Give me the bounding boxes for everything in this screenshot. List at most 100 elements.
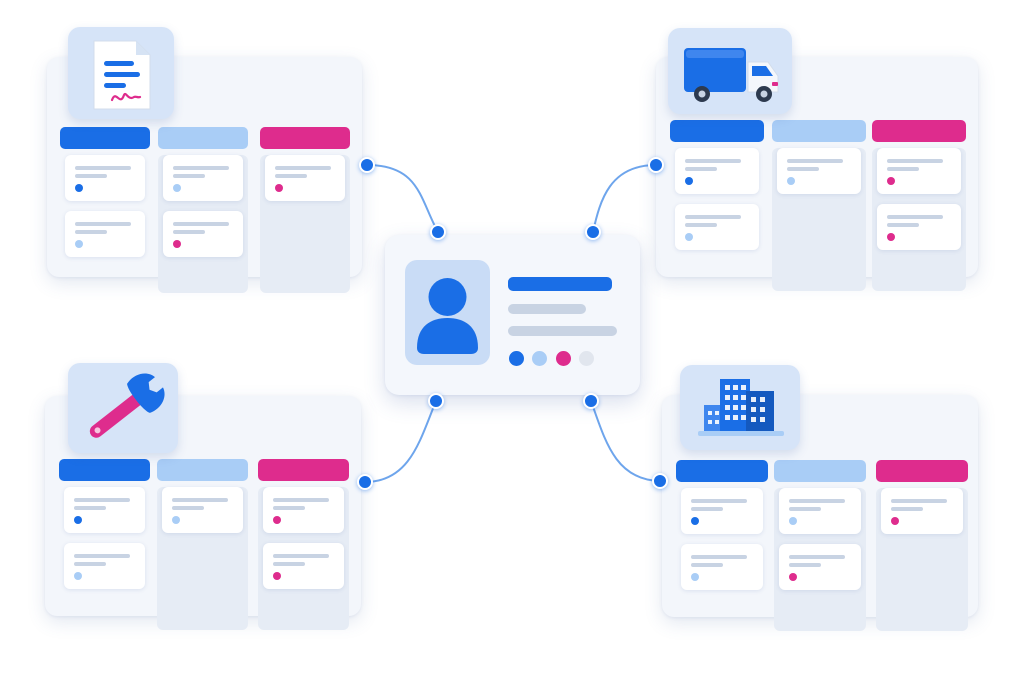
task-card[interactable] <box>877 148 961 194</box>
card-line <box>691 499 747 503</box>
column-header[interactable] <box>60 127 150 149</box>
card-status-dot <box>691 573 699 581</box>
card-status-dot <box>75 184 83 192</box>
board-icon-tile <box>668 28 792 114</box>
task-card[interactable] <box>877 204 961 250</box>
card-line <box>275 166 331 170</box>
column-header[interactable] <box>258 459 349 481</box>
column-header[interactable] <box>872 120 966 142</box>
card-line <box>172 498 228 502</box>
card-status-dot <box>74 516 82 524</box>
card-status-dot <box>787 177 795 185</box>
task-card[interactable] <box>163 155 243 201</box>
card-status-dot <box>275 184 283 192</box>
card-line <box>691 507 723 511</box>
card-line <box>173 230 205 234</box>
task-card[interactable] <box>65 211 145 257</box>
task-card[interactable] <box>263 543 344 589</box>
task-card[interactable] <box>881 488 963 534</box>
card-status-dot <box>173 184 181 192</box>
card-status-dot <box>887 177 895 185</box>
card-line <box>691 563 723 567</box>
card-status-dot <box>75 240 83 248</box>
card-line <box>273 554 329 558</box>
kanban-column-light <box>157 459 248 630</box>
profile-detail-bar <box>508 304 586 314</box>
card-line <box>891 507 923 511</box>
card-line <box>787 159 843 163</box>
card-line <box>887 215 943 219</box>
connector-top-left <box>366 164 439 233</box>
kanban-column-light <box>774 460 866 631</box>
column-header[interactable] <box>876 460 968 482</box>
connector-node[interactable] <box>359 157 375 173</box>
column-header[interactable] <box>774 460 866 482</box>
card-line <box>685 159 741 163</box>
card-status-dot <box>789 517 797 525</box>
column-header[interactable] <box>59 459 150 481</box>
card-line <box>75 166 131 170</box>
connector-node[interactable] <box>428 393 444 409</box>
avatar <box>405 260 490 365</box>
card-line <box>887 167 919 171</box>
task-card[interactable] <box>675 148 759 194</box>
connector-node[interactable] <box>357 474 373 490</box>
card-line <box>173 222 229 226</box>
status-dot-blue <box>509 351 524 366</box>
profile-card[interactable] <box>385 235 640 395</box>
profile-detail-bar <box>508 326 617 336</box>
connector-node[interactable] <box>652 473 668 489</box>
card-line <box>789 499 845 503</box>
connector-node[interactable] <box>648 157 664 173</box>
card-line <box>891 499 947 503</box>
wrench-icon <box>89 373 165 438</box>
delivery-truck-icon <box>684 48 779 102</box>
card-status-dot <box>273 516 281 524</box>
kanban-column-light <box>158 127 248 293</box>
task-card[interactable] <box>163 211 243 257</box>
column-header[interactable] <box>676 460 768 482</box>
task-card[interactable] <box>64 487 145 533</box>
column-header[interactable] <box>772 120 866 142</box>
column-header[interactable] <box>670 120 764 142</box>
task-card[interactable] <box>779 488 861 534</box>
card-status-dot <box>685 177 693 185</box>
board-icon-tile <box>68 27 174 119</box>
card-line <box>685 167 717 171</box>
task-card[interactable] <box>681 544 763 590</box>
task-card[interactable] <box>162 487 243 533</box>
kanban-column-blue <box>676 460 768 631</box>
card-status-dot <box>891 517 899 525</box>
kanban-column-blue <box>670 120 764 291</box>
card-line <box>787 167 819 171</box>
connector-node[interactable] <box>583 393 599 409</box>
connector-node[interactable] <box>430 224 446 240</box>
task-card[interactable] <box>263 487 344 533</box>
card-line <box>173 166 229 170</box>
task-card[interactable] <box>675 204 759 250</box>
task-card[interactable] <box>265 155 345 201</box>
task-card[interactable] <box>64 543 145 589</box>
card-line <box>789 563 821 567</box>
task-card[interactable] <box>777 148 861 194</box>
card-line <box>789 555 845 559</box>
task-card[interactable] <box>65 155 145 201</box>
task-card[interactable] <box>779 544 861 590</box>
status-dot-light-blue <box>532 351 547 366</box>
card-line <box>685 223 717 227</box>
connector-top-right <box>592 164 657 233</box>
status-dot-magenta <box>556 351 571 366</box>
column-header[interactable] <box>158 127 248 149</box>
kanban-column-pink <box>872 120 966 291</box>
connector-node[interactable] <box>585 224 601 240</box>
task-card[interactable] <box>681 488 763 534</box>
card-line <box>74 506 106 510</box>
card-line <box>685 215 741 219</box>
card-line <box>887 223 919 227</box>
column-header[interactable] <box>260 127 350 149</box>
card-line <box>75 174 107 178</box>
card-line <box>172 506 204 510</box>
card-line <box>691 555 747 559</box>
column-header[interactable] <box>157 459 248 481</box>
